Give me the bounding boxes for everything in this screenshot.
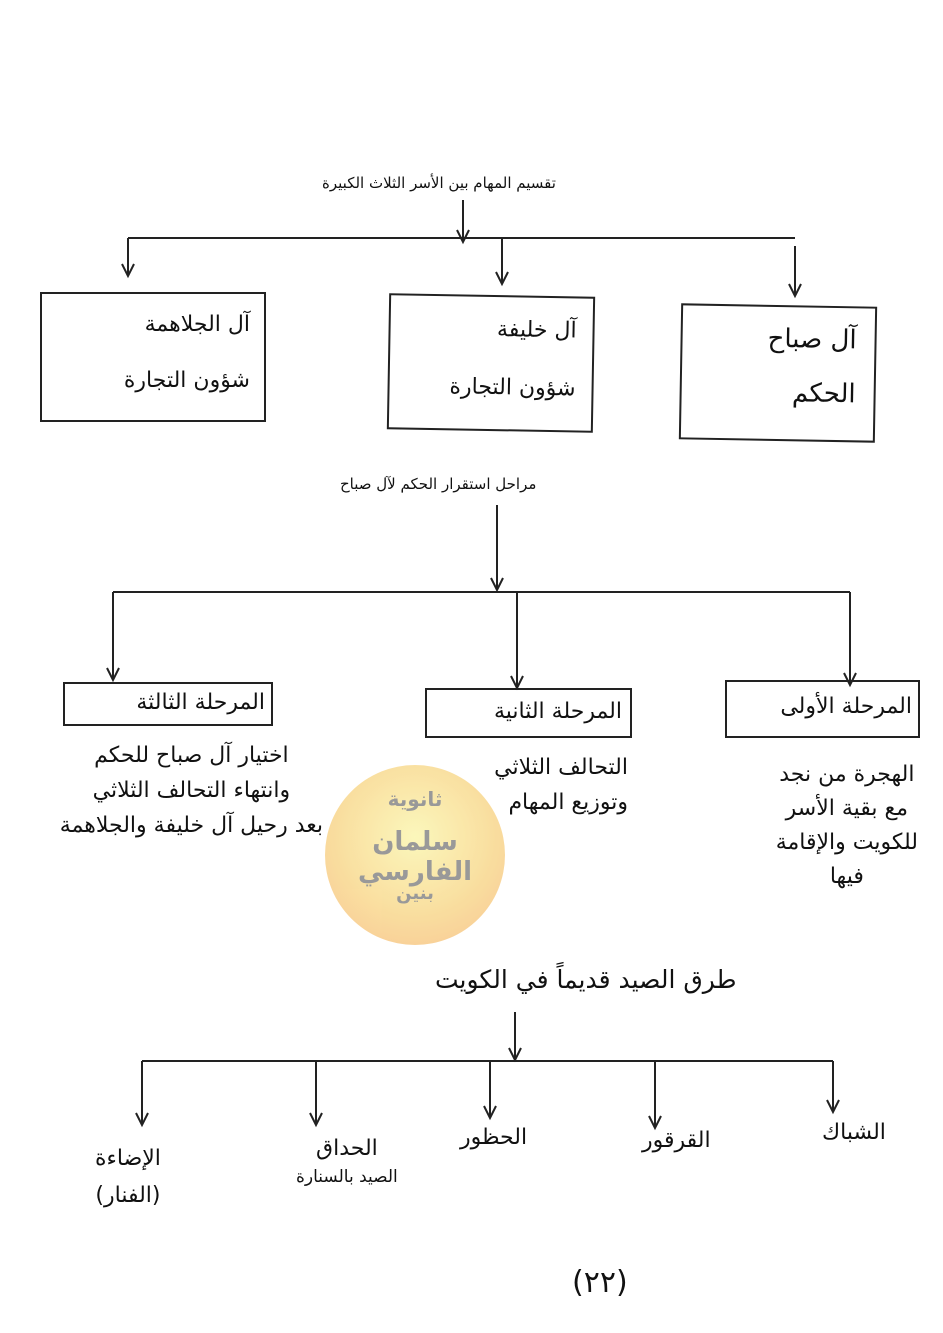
section1-title: تقسيم المهام بين الأسر الثلاث الكبيرة	[322, 174, 556, 192]
method-name: الحداق	[316, 1136, 378, 1161]
family-role: شؤون التجارة	[123, 368, 250, 393]
line: بعد رحيل آل خليفة والجلاهمة	[59, 813, 323, 839]
section3-title: طرق الصيد قديماً في الكويت	[435, 965, 737, 994]
fishing-method-qarqoor: القرقور	[642, 1128, 711, 1153]
line: الهجرة من نجد	[779, 762, 915, 787]
family-name: آل صباح	[767, 323, 857, 356]
family-role: شؤون التجارة	[449, 374, 576, 402]
stage-box-2: المرحلة الثانية	[425, 688, 632, 738]
watermark-line: ثانوية	[387, 787, 443, 811]
line: وانتهاء التحالف الثلاثي	[92, 778, 291, 804]
school-logo-watermark: ثانوية سلمان الفارسي بنين	[325, 765, 505, 945]
family-name: آل الجلاهمة	[144, 312, 250, 337]
family-box-al-jalahma: آل الجلاهمة شؤون التجارة	[40, 292, 266, 422]
fishing-method-hadhoor: الحظور	[460, 1125, 528, 1150]
family-box-al-sabah: آل صباح الحكم	[678, 303, 878, 443]
watermark-line: بنين	[396, 883, 434, 904]
method-note: الصيد بالسنارة	[296, 1167, 398, 1187]
line: وتوزيع المهام	[508, 790, 628, 816]
fishing-method-nets: الشباك	[822, 1120, 886, 1145]
section2-title: مراحل استقرار الحكم لآل صباح	[340, 475, 537, 493]
line: اختيار آل صباح للحكم	[94, 743, 289, 768]
stage-label: المرحلة الثانية	[493, 699, 622, 724]
fishing-method-lighting: الإضاءة (الفنار)	[95, 1140, 161, 1215]
family-box-al-khalifa: آل خليفة شؤون التجارة	[386, 293, 596, 433]
fishing-method-hadaq: الحداق الصيد بالسنارة	[296, 1132, 398, 1191]
stage-2-description: التحالف الثلاثي وتوزيع المهام	[494, 750, 628, 820]
page-number: (٢٢)	[572, 1265, 628, 1300]
stage-label: المرحلة الأولى	[780, 694, 912, 719]
line: فيها	[829, 864, 864, 890]
stage-1-description: الهجرة من نجد مع بقية الأسر للكويت والإق…	[776, 758, 918, 894]
method-note: (الفنار)	[95, 1183, 161, 1209]
stage-3-description: اختيار آل صباح للحكم وانتهاء التحالف الث…	[60, 738, 323, 844]
line: للكويت والإقامة	[775, 830, 918, 856]
stage-box-3: المرحلة الثالثة	[63, 682, 273, 726]
line: التحالف الثلاثي	[494, 755, 628, 780]
family-name: آل خليفة	[496, 317, 577, 344]
family-role: الحكم	[791, 378, 856, 410]
method-name: الإضاءة	[95, 1146, 161, 1171]
watermark-line: سلمان الفارسي	[358, 827, 472, 887]
stage-box-1: المرحلة الأولى	[725, 680, 920, 738]
line: مع بقية الأسر	[785, 796, 909, 822]
stage-label: المرحلة الثالثة	[136, 690, 265, 715]
